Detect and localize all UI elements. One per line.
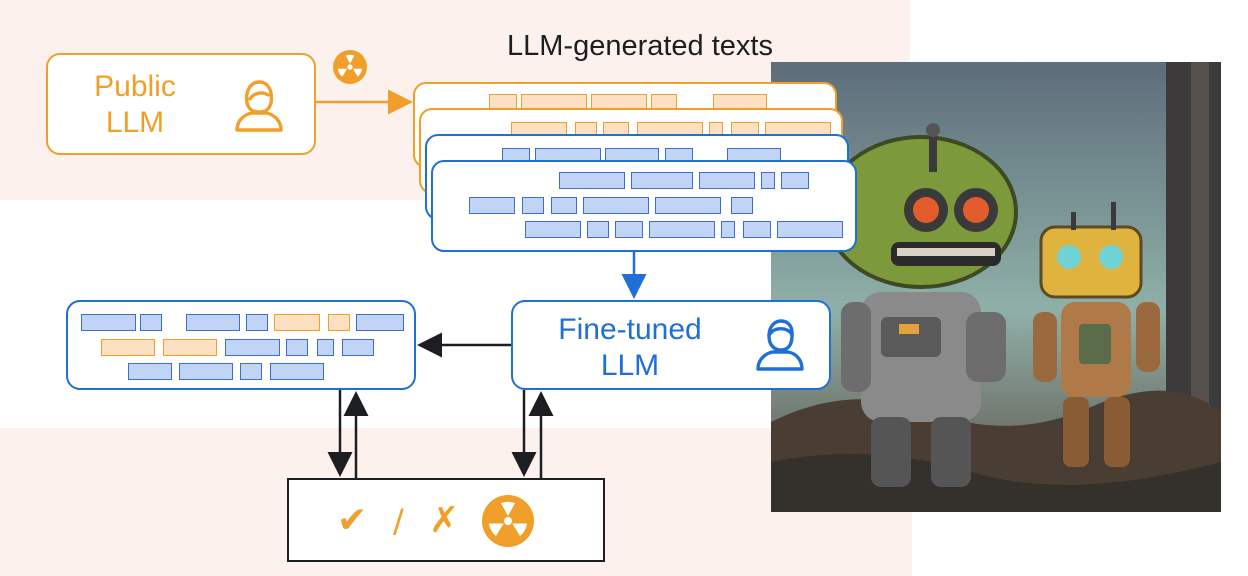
token [525,221,581,238]
token [699,172,755,189]
token [743,221,771,238]
llm-generated-texts-title: LLM-generated texts [507,30,773,62]
token [655,197,721,214]
token [179,363,233,380]
slash-separator: / [393,502,404,540]
token [583,197,649,214]
token [163,339,217,356]
token [649,221,715,238]
token [270,363,324,380]
output-text-box [66,300,416,390]
check-mark: ✔ [337,500,368,541]
radioactive-icon [482,495,534,547]
token [587,221,609,238]
fine-tuned-llm-label: Fine-tuned LLM [558,313,702,382]
fine-tuned-llm-box: Fine-tuned LLM [511,300,831,390]
token [615,221,643,238]
token [328,314,350,331]
token [81,314,136,331]
token [274,314,320,331]
token [777,221,843,238]
token [551,197,577,214]
token [781,172,809,189]
token [101,339,155,356]
token [631,172,693,189]
token [731,197,753,214]
token [317,339,334,356]
verifier-box: ✔ / ✗ [287,478,605,562]
token [246,314,268,331]
person-female-icon [235,80,283,132]
radioactive-icon [333,50,367,84]
token [342,339,374,356]
token [559,172,625,189]
public-llm-box: Public LLM [46,53,316,155]
generated-text-card [431,160,857,252]
token [240,363,262,380]
token [140,314,162,331]
token [225,339,280,356]
token [522,197,544,214]
token [186,314,240,331]
token [286,339,308,356]
token [721,221,735,238]
cross-mark: ✗ [429,500,460,541]
public-llm-label: Public LLM [94,70,176,139]
person-male-icon [756,319,804,371]
token [356,314,404,331]
robots-illustration [771,62,1221,512]
token [128,363,172,380]
token [761,172,775,189]
token [469,197,515,214]
